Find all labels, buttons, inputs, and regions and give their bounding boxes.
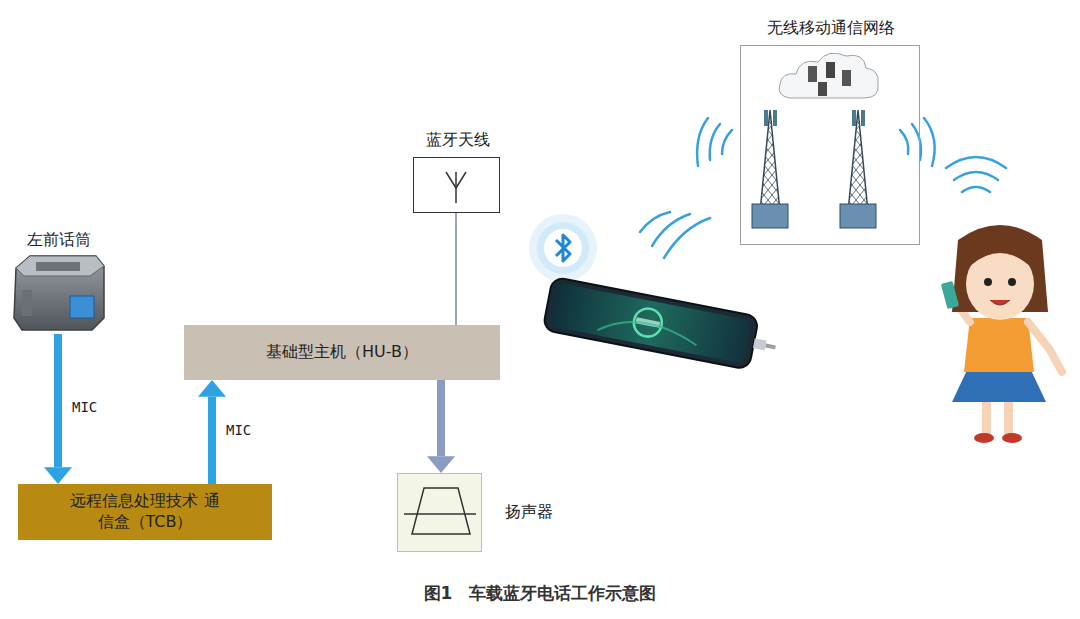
tcb-box: 远程信息处理技术 通信盒（TCB） <box>18 484 272 540</box>
node-label: 远程信息处理技术 通信盒（TCB） <box>65 491 225 533</box>
speaker-box: 扬声器 <box>397 473 482 552</box>
connector-arrow <box>456 213 457 325</box>
microphone-node: 左前话筒 <box>8 228 110 334</box>
node-label: 无线移动通信网络 <box>741 18 921 39</box>
node-label: 蓝牙天线 <box>408 130 508 151</box>
speaker-fill <box>397 473 482 552</box>
radio-waves <box>640 118 1006 258</box>
antenna-symbol <box>446 172 466 203</box>
network-picture <box>752 53 878 228</box>
connector-arrow <box>427 380 455 473</box>
signal-label: MIC <box>224 422 253 438</box>
phone-picture <box>543 277 781 374</box>
host-box: 基础型主机（HU-B） <box>184 325 500 380</box>
figure-caption: 图1 车载蓝牙电话工作示意图 <box>0 582 1080 605</box>
connector-arrow <box>198 380 226 484</box>
bluetooth-symbol <box>529 214 597 282</box>
node-label: 基础型主机（HU-B） <box>266 342 418 363</box>
signal-label: MIC <box>70 399 99 415</box>
node-label: 扬声器 <box>505 502 585 523</box>
node-label: 左前话筒 <box>8 230 110 251</box>
girl-picture <box>941 225 1062 443</box>
speaker-symbol <box>404 488 476 534</box>
connector-arrow <box>44 334 72 484</box>
antenna-box: 蓝牙天线 <box>413 157 500 213</box>
microphone-picture <box>14 256 104 330</box>
network-box: 无线移动通信网络 <box>740 45 920 245</box>
